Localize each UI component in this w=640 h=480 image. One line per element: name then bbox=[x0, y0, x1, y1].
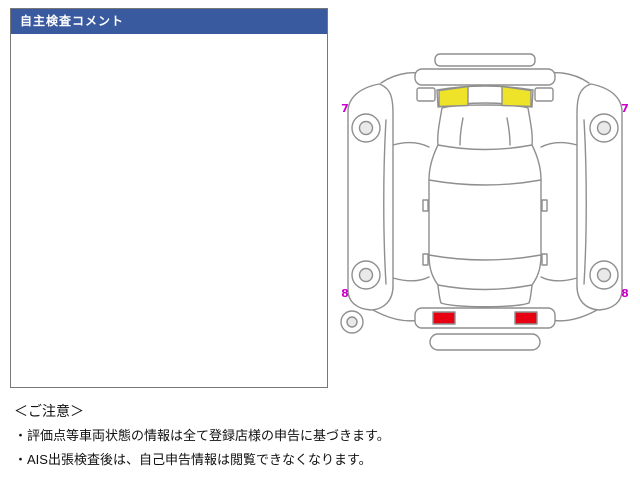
notice-section: ＜ご注意＞ ・評価点等車両状態の情報は全て登録店様の申告に基づきます。 ・AIS… bbox=[14, 400, 626, 472]
unfold-line-mid-left-rear bbox=[392, 276, 430, 282]
vehicle-diagram-container: 7 7 8 8 bbox=[335, 50, 635, 370]
front-grille bbox=[434, 53, 536, 67]
side-panel-right-beltline bbox=[583, 119, 587, 285]
panel-marker-rear-right: 8 bbox=[621, 287, 629, 300]
comment-box-title: 自主検査コメント bbox=[20, 14, 125, 28]
windshield-highlight-right bbox=[501, 85, 532, 108]
door-handle-front-right bbox=[541, 199, 548, 212]
panel-marker-front-right: 7 bbox=[621, 102, 629, 115]
taillight-highlight-left bbox=[432, 311, 456, 325]
cowl-line bbox=[437, 144, 533, 151]
front-bumper bbox=[414, 68, 556, 86]
door-handle-rear-left bbox=[422, 253, 429, 266]
unfold-line-mid-left-front bbox=[392, 141, 430, 148]
wheel-front-right-hub bbox=[596, 120, 612, 136]
spare-tire-hub bbox=[346, 316, 358, 328]
panel-marker-front-left: 7 bbox=[341, 102, 349, 115]
door-handle-front-left bbox=[422, 199, 429, 212]
windshield-highlight-left bbox=[438, 85, 469, 108]
notice-heading: ＜ご注意＞ bbox=[14, 403, 84, 419]
vehicle-diagram: 7 7 8 8 bbox=[340, 53, 629, 351]
car-body-top-view bbox=[428, 104, 542, 308]
notice-line-2: ・AIS出張検査後は、自己申告情報は閲覧できなくなります。 bbox=[14, 452, 372, 467]
roof-rear-line bbox=[428, 254, 542, 261]
wheel-rear-left-hub bbox=[358, 267, 374, 283]
headlight-right bbox=[534, 87, 554, 102]
door-handle-rear-right bbox=[541, 253, 548, 266]
hood-crease-left bbox=[459, 117, 464, 146]
panel-marker-rear-left: 8 bbox=[341, 287, 349, 300]
comment-box-body bbox=[11, 34, 327, 387]
wheel-rear-right-hub bbox=[596, 267, 612, 283]
trunk-line bbox=[437, 284, 533, 291]
wheel-front-left-hub bbox=[358, 120, 374, 136]
self-inspection-comment-box: 自主検査コメント bbox=[10, 8, 328, 388]
side-panel-left-beltline bbox=[383, 119, 387, 285]
unfold-line-mid-right-front bbox=[540, 141, 578, 148]
headlight-left bbox=[416, 87, 436, 102]
unfold-line-mid-right-rear bbox=[540, 276, 578, 282]
taillight-highlight-right bbox=[514, 311, 538, 325]
hood-crease-right bbox=[506, 117, 511, 146]
windshield-roof-line bbox=[428, 179, 542, 186]
notice-line-1: ・評価点等車両状態の情報は全て登録店様の申告に基づきます。 bbox=[14, 428, 390, 443]
comment-box-header: 自主検査コメント bbox=[11, 9, 327, 34]
rear-bumper-lower bbox=[429, 333, 541, 351]
